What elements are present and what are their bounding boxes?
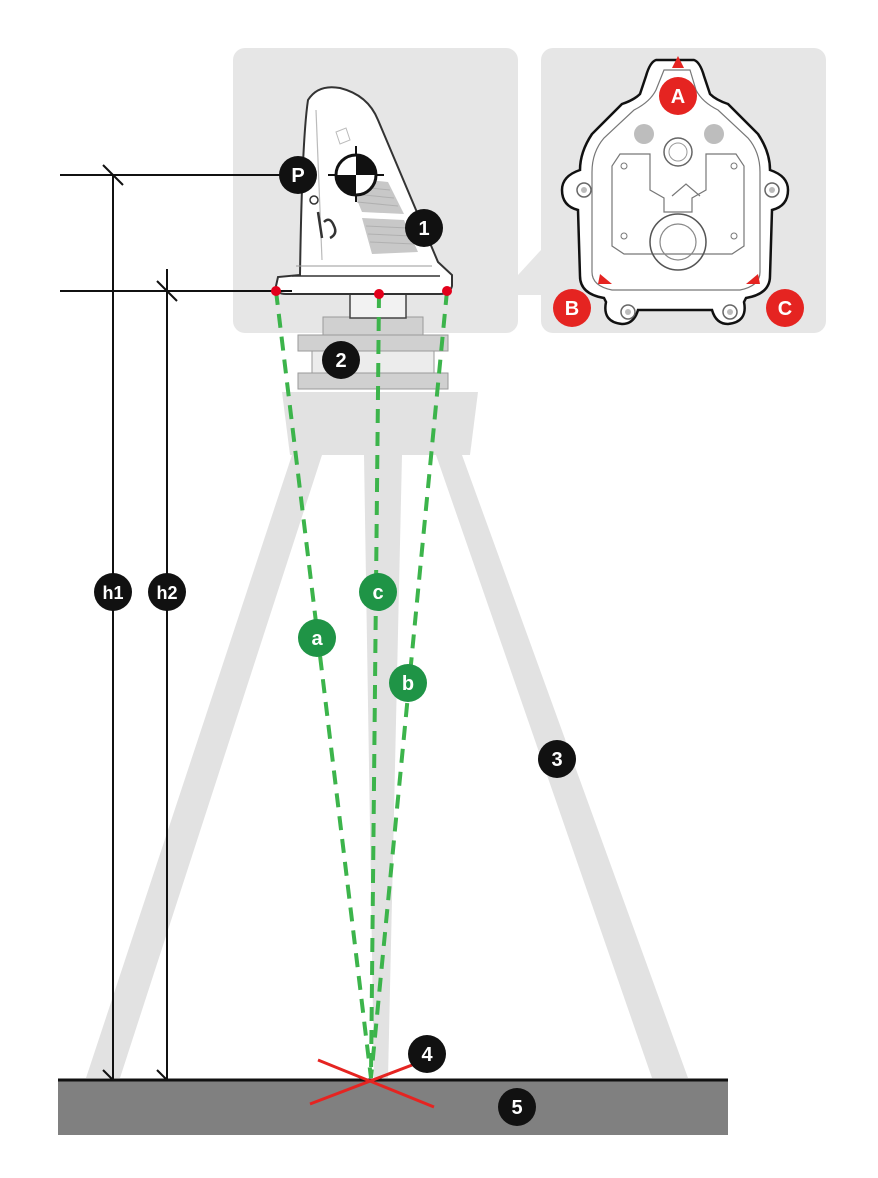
measurement-point-b (442, 286, 452, 296)
marker-c: c (359, 573, 397, 611)
survey-mark-cross (309, 1058, 435, 1109)
marker-b: b (389, 664, 427, 702)
marker-5: 5 (498, 1088, 536, 1126)
svg-text:A: A (671, 86, 685, 108)
svg-text:4: 4 (421, 1044, 433, 1066)
marker-h2: h2 (148, 573, 186, 611)
svg-text:a: a (311, 628, 323, 650)
svg-text:h1: h1 (102, 583, 123, 603)
svg-text:C: C (778, 298, 792, 320)
panel-connector (518, 250, 541, 295)
marker-p: P (279, 156, 317, 194)
marker-2: 2 (322, 341, 360, 379)
slant-line-a (274, 290, 373, 1079)
measurement-point-a (271, 286, 281, 296)
height-dimensions (60, 164, 292, 1091)
slant-line-c (369, 293, 381, 1079)
triangle-marker-a (672, 56, 684, 68)
marker-3: 3 (538, 740, 576, 778)
marker-4: 4 (408, 1035, 446, 1073)
svg-text:3: 3 (551, 749, 562, 771)
measurement-point-c (374, 289, 384, 299)
svg-text:h2: h2 (156, 583, 177, 603)
measurement-points (271, 286, 452, 299)
svg-text:2: 2 (335, 350, 346, 372)
corner-marker-a: A (659, 77, 697, 115)
triangle-marker-c (746, 274, 760, 284)
svg-text:5: 5 (511, 1097, 522, 1119)
receiver-base-plate (560, 56, 790, 326)
ground (58, 1080, 728, 1135)
center-of-mass-icon (328, 146, 384, 202)
marker-h1: h1 (94, 573, 132, 611)
svg-text:c: c (372, 582, 383, 604)
marker-1: 1 (405, 209, 443, 247)
corner-marker-b: B (553, 289, 591, 327)
tripod (86, 392, 688, 1078)
corner-marker-c: C (766, 289, 804, 327)
svg-text:P: P (291, 165, 304, 187)
svg-text:1: 1 (418, 218, 429, 240)
svg-text:B: B (565, 298, 579, 320)
svg-text:b: b (402, 673, 414, 695)
triangle-marker-b (598, 274, 612, 284)
marker-a: a (298, 619, 336, 657)
